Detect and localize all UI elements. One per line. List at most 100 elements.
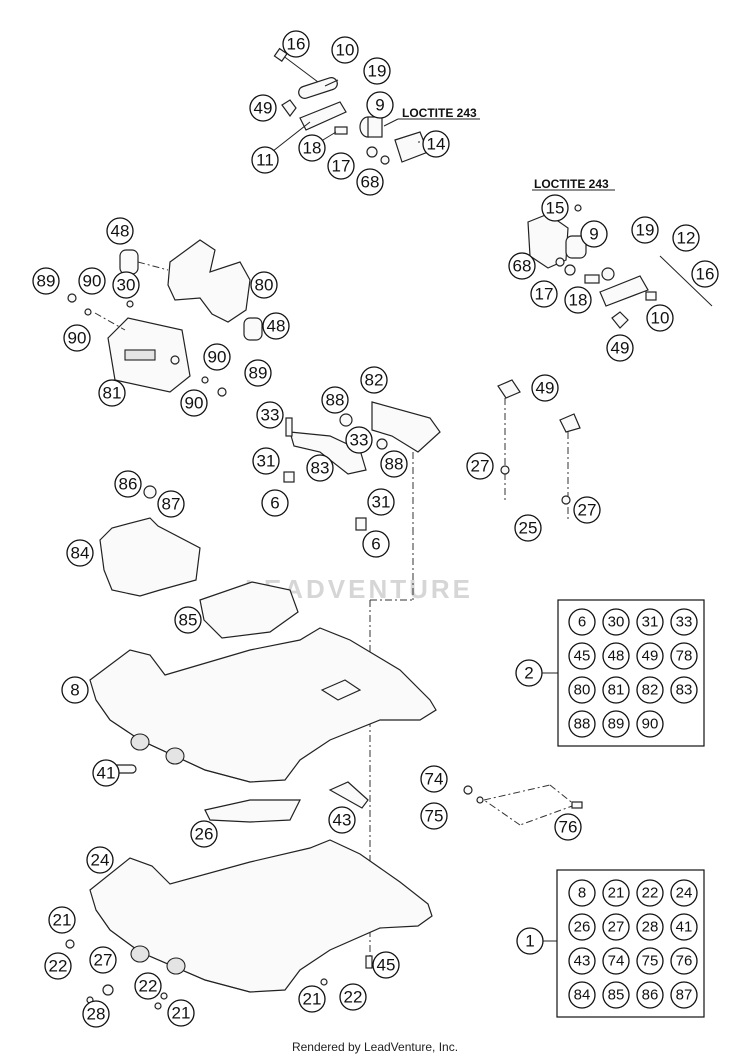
washer-17 (366, 146, 378, 158)
kit-part-31: 31 (636, 608, 664, 636)
callout-76: 76 (554, 813, 582, 841)
callout-22: 22 (44, 952, 72, 980)
svg-text:19: 19 (368, 62, 387, 81)
callout-33: 33 (345, 426, 373, 454)
svg-text:75: 75 (642, 953, 659, 970)
bushing-9-body (367, 116, 383, 138)
footer-credit: Rendered by LeadVenture, Inc. (291, 1040, 459, 1054)
callout-21: 21 (48, 906, 76, 934)
svg-text:33: 33 (350, 431, 369, 450)
svg-text:27: 27 (608, 919, 625, 936)
callout-16: 16 (691, 260, 719, 288)
svg-text:22: 22 (49, 957, 68, 976)
callout-84: 84 (66, 539, 94, 567)
callout-74: 74 (420, 765, 448, 793)
callout-88: 88 (380, 450, 408, 478)
callout-89: 89 (244, 359, 272, 387)
svg-text:48: 48 (267, 317, 286, 336)
nut-74 (463, 785, 473, 795)
callouts: 16 10 19 49 9 11 18 14 17 68 15 9 19 12 … (32, 30, 719, 1028)
svg-text:12: 12 (677, 229, 696, 248)
callout-27: 27 (466, 452, 494, 480)
cover-84-85 (99, 485, 299, 639)
leader (383, 118, 399, 127)
bolt-16-right (659, 255, 713, 307)
svg-text:28: 28 (642, 919, 659, 936)
callout-31: 31 (252, 447, 280, 475)
callout-68: 68 (356, 168, 384, 196)
svg-text:90: 90 (68, 329, 87, 348)
kit-part-33: 33 (670, 608, 698, 636)
svg-text:48: 48 (608, 648, 625, 665)
dash-line (94, 312, 126, 331)
nut-88a (339, 413, 353, 427)
clip-49-lower (559, 413, 581, 433)
svg-text:43: 43 (574, 953, 591, 970)
callout-89: 89 (32, 267, 60, 295)
callout-8: 8 (61, 676, 89, 704)
callout-9: 9 (366, 91, 394, 119)
svg-text:15: 15 (546, 199, 565, 218)
callout-17: 17 (530, 280, 558, 308)
kit-part-86: 86 (636, 981, 664, 1009)
dash-line (483, 799, 521, 826)
svg-text:21: 21 (608, 885, 625, 902)
svg-text:49: 49 (611, 339, 630, 358)
svg-text:14: 14 (427, 135, 446, 154)
washer-17-right (564, 264, 576, 276)
svg-text:85: 85 (179, 611, 198, 630)
kit-part-78: 78 (670, 642, 698, 670)
washer-68 (380, 155, 390, 165)
svg-text:26: 26 (574, 919, 591, 936)
svg-text:18: 18 (569, 291, 588, 310)
dash-line (549, 784, 576, 806)
kit-part-21: 21 (602, 879, 630, 907)
bolt-89b (217, 387, 227, 397)
callout-11: 11 (251, 146, 279, 174)
skid-plate-24-hole-a (130, 945, 150, 963)
svg-text:22: 22 (642, 885, 659, 902)
kit-part-74: 74 (602, 947, 630, 975)
callout-9: 9 (580, 220, 608, 248)
kit-part-84: 84 (568, 981, 596, 1009)
kit-part-81: 81 (602, 676, 630, 704)
callout-12: 12 (672, 224, 700, 252)
svg-text:16: 16 (696, 265, 715, 284)
kit-part-45: 45 (568, 642, 596, 670)
callout-28: 28 (82, 1000, 110, 1028)
callout-48: 48 (106, 217, 134, 245)
svg-text:41: 41 (676, 919, 693, 936)
callout-41: 41 (92, 759, 120, 787)
bolt-18-right (584, 274, 600, 284)
leader (267, 121, 311, 156)
svg-text:68: 68 (361, 173, 380, 192)
callout-49: 49 (606, 334, 634, 362)
kit-part-41: 41 (670, 913, 698, 941)
callout-31: 31 (367, 488, 395, 516)
kit-part-75: 75 (636, 947, 664, 975)
callout-49: 49 (531, 374, 559, 402)
kit-part-82: 82 (636, 676, 664, 704)
svg-text:19: 19 (636, 221, 655, 240)
bushing-9-right (565, 235, 587, 259)
svg-text:85: 85 (608, 987, 625, 1004)
callout-14: 14 (422, 130, 450, 158)
kit-part-88: 88 (568, 710, 596, 738)
svg-text:90: 90 (642, 716, 659, 733)
callout-68: 68 (508, 252, 536, 280)
svg-text:74: 74 (608, 953, 625, 970)
bracket-80 (167, 239, 251, 323)
svg-text:30: 30 (117, 276, 136, 295)
screw-21c (154, 1002, 162, 1010)
callout-49: 49 (249, 94, 277, 122)
callout-25: 25 (514, 514, 542, 542)
svg-text:10: 10 (336, 41, 355, 60)
rubber-mount-48b (243, 317, 263, 341)
engine-mount-right-assembly: LOCTITE 243 (527, 177, 713, 329)
svg-text:78: 78 (676, 648, 693, 665)
nut-10-right (645, 291, 657, 301)
spacer-6a (283, 471, 295, 483)
callout-10: 10 (646, 304, 674, 332)
svg-text:86: 86 (642, 987, 659, 1004)
svg-text:83: 83 (676, 682, 693, 699)
